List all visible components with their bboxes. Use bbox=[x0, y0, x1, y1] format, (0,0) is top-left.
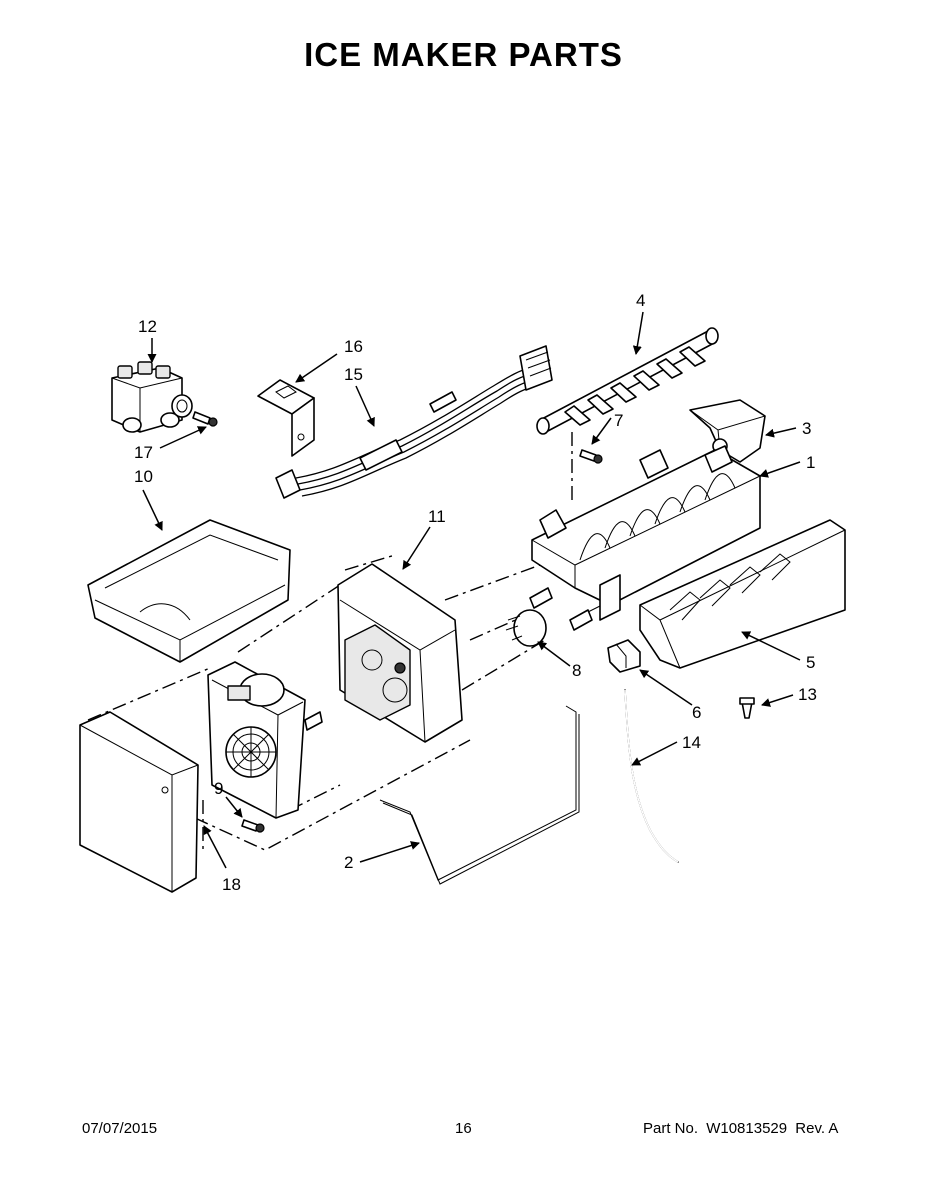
part-clip bbox=[607, 639, 641, 673]
callout-17: 17 bbox=[134, 443, 153, 462]
part-screw-7 bbox=[579, 449, 603, 464]
callout-4: 4 bbox=[636, 291, 645, 310]
callout-9: 9 bbox=[214, 779, 223, 798]
part-control-module bbox=[207, 661, 323, 833]
part-shutoff-arm bbox=[379, 705, 580, 885]
callout-14: 14 bbox=[682, 733, 701, 752]
callout-16: 16 bbox=[344, 337, 363, 356]
callout-leader-lines bbox=[142, 311, 801, 869]
callout-numbers: 1 2 3 4 5 6 7 8 9 10 11 12 13 14 15 16 1… bbox=[134, 291, 817, 894]
callout-5: 5 bbox=[806, 653, 815, 672]
callout-7: 7 bbox=[614, 411, 623, 430]
callout-18: 18 bbox=[222, 875, 241, 894]
footer-date: 07/07/2015 bbox=[82, 1120, 158, 1137]
callout-8: 8 bbox=[572, 661, 581, 680]
callout-13: 13 bbox=[798, 685, 817, 704]
part-fill-tube bbox=[624, 689, 679, 863]
callout-2: 2 bbox=[344, 853, 353, 872]
callout-1: 1 bbox=[806, 453, 815, 472]
part-ice-bin bbox=[87, 519, 291, 663]
part-number-label: Part No. bbox=[643, 1120, 699, 1137]
assembly-guide-lines bbox=[87, 432, 573, 851]
footer-part-number: Part No. W10813529 Rev. A bbox=[643, 1120, 842, 1137]
callout-3: 3 bbox=[802, 419, 811, 438]
callout-11: 11 bbox=[428, 507, 446, 526]
part-wire-harness bbox=[275, 345, 553, 499]
part-mounting-bracket bbox=[257, 379, 315, 457]
part-ice-mold bbox=[531, 445, 761, 621]
part-front-cover bbox=[639, 519, 846, 669]
part-ejector bbox=[536, 327, 719, 435]
callout-6: 6 bbox=[692, 703, 701, 722]
callout-10: 10 bbox=[134, 467, 153, 486]
part-water-valve bbox=[111, 361, 218, 433]
revision: Rev. A bbox=[795, 1120, 839, 1137]
callout-15: 15 bbox=[344, 365, 363, 384]
part-thermostat bbox=[505, 587, 601, 647]
part-screw-13 bbox=[739, 697, 755, 719]
part-module-cover bbox=[79, 711, 199, 893]
part-control-housing bbox=[337, 563, 463, 743]
footer-page-number: 16 bbox=[455, 1120, 472, 1137]
part-number-value: W10813529 bbox=[706, 1120, 788, 1137]
page-title: ICE MAKER PARTS bbox=[304, 36, 623, 73]
callout-12: 12 bbox=[138, 317, 157, 336]
